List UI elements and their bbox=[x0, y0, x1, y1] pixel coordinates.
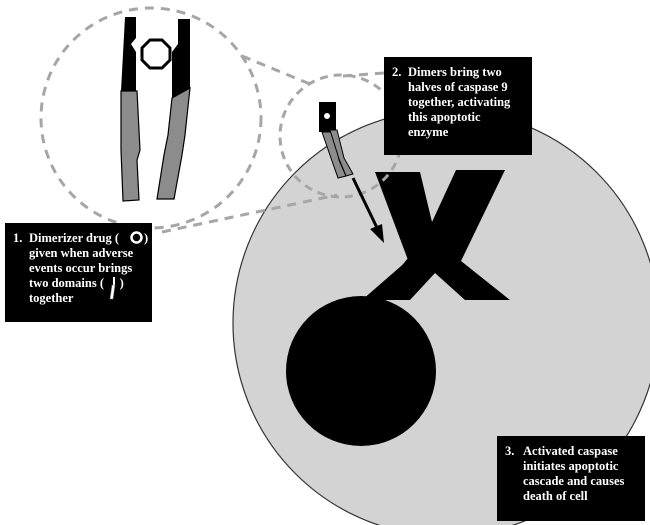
callout-line-2 bbox=[342, 71, 385, 78]
drug-circle-icon bbox=[130, 231, 143, 248]
step-2-box: 2. Dimers bring two halves of caspase 9 … bbox=[384, 57, 532, 155]
step-3-number: 3. bbox=[505, 444, 515, 458]
step-2-text: Dimers bring two halves of caspase 9 tog… bbox=[408, 65, 511, 139]
domain-right bbox=[156, 19, 191, 200]
small-domain-pair bbox=[319, 102, 354, 179]
zoom-line-bottom bbox=[161, 193, 338, 234]
step-3-box: 3. Activated caspase initiates apoptotic… bbox=[497, 436, 645, 521]
step-2-number: 2. bbox=[392, 65, 402, 79]
step-1-box: 1. Dimerizer drug () given when adverse … bbox=[5, 223, 152, 322]
step-3-text: Activated caspase initiates apoptotic ca… bbox=[523, 444, 625, 503]
arrow-icon bbox=[351, 177, 384, 243]
x-chromosome-icon bbox=[362, 170, 510, 300]
step-1-number: 1. bbox=[13, 231, 23, 245]
x-nucleus-connector bbox=[374, 257, 412, 301]
dimerizer-drug-icon bbox=[140, 38, 172, 70]
nucleus-icon bbox=[286, 296, 436, 446]
domain-left bbox=[120, 17, 141, 202]
zoom-circle-icon bbox=[39, 6, 263, 230]
step-1-text: Dimerizer drug () given when adverse eve… bbox=[29, 231, 149, 305]
zoom-line-top bbox=[241, 54, 311, 86]
domain-pair-icon bbox=[109, 276, 119, 304]
